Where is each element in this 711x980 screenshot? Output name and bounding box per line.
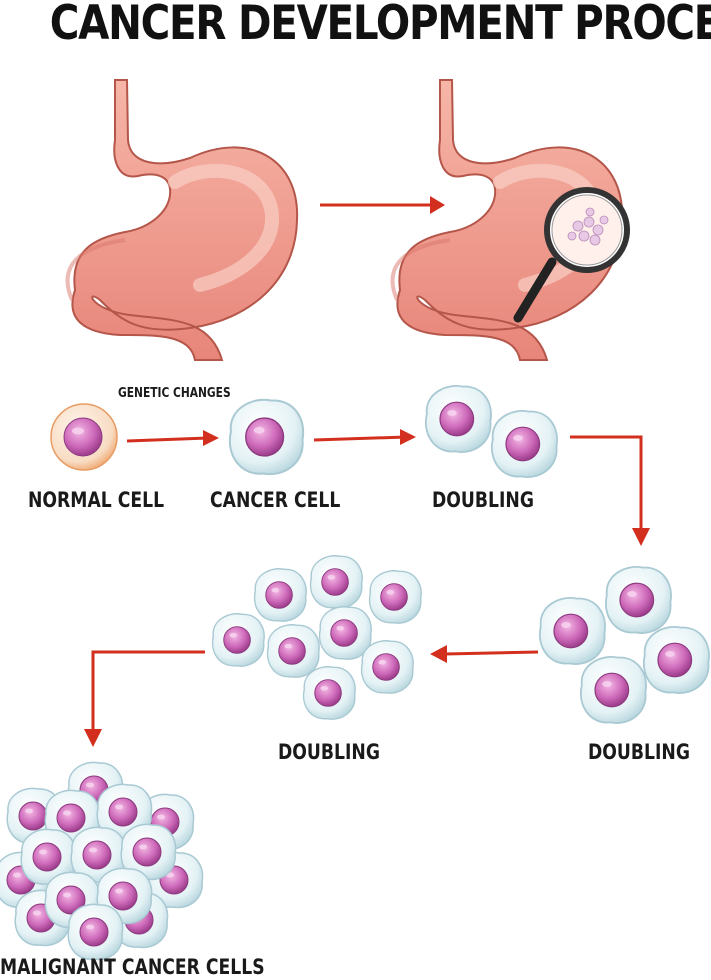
- magnifier-icon: [513, 187, 630, 323]
- doubling-cells-8: [211, 555, 422, 720]
- arrow-stomach: [320, 196, 445, 214]
- doubling-cells-4: [538, 565, 710, 724]
- normal-cell: [50, 403, 118, 471]
- stomach-left: [68, 80, 298, 360]
- malignant-cells-label: MALIGNANT CANCER CELLS: [0, 955, 265, 979]
- arrow-cancer-to-doubling: [313, 429, 416, 445]
- normal-cell-label: NORMAL CELL: [28, 488, 165, 512]
- page-title: CANCER DEVELOPMENT PROCESS: [49, 0, 711, 51]
- genetic-changes-label: GENETIC CHANGES: [118, 386, 231, 401]
- malignant-cell-cluster: [0, 761, 204, 961]
- arrow-to-malignant: [84, 650, 205, 747]
- arrow-normal-to-cancer: [126, 430, 219, 446]
- doubling-label-2: DOUBLING: [588, 740, 690, 764]
- doubling-label-3: DOUBLING: [278, 740, 380, 764]
- arrow-doubling-down: [570, 435, 650, 546]
- cancer-cell: [228, 398, 305, 476]
- doubling-cells-2: [424, 384, 558, 478]
- cancer-cell-label: CANCER CELL: [210, 488, 341, 512]
- arrow-doubling-left: [430, 645, 539, 663]
- doubling-label-1: DOUBLING: [432, 488, 534, 512]
